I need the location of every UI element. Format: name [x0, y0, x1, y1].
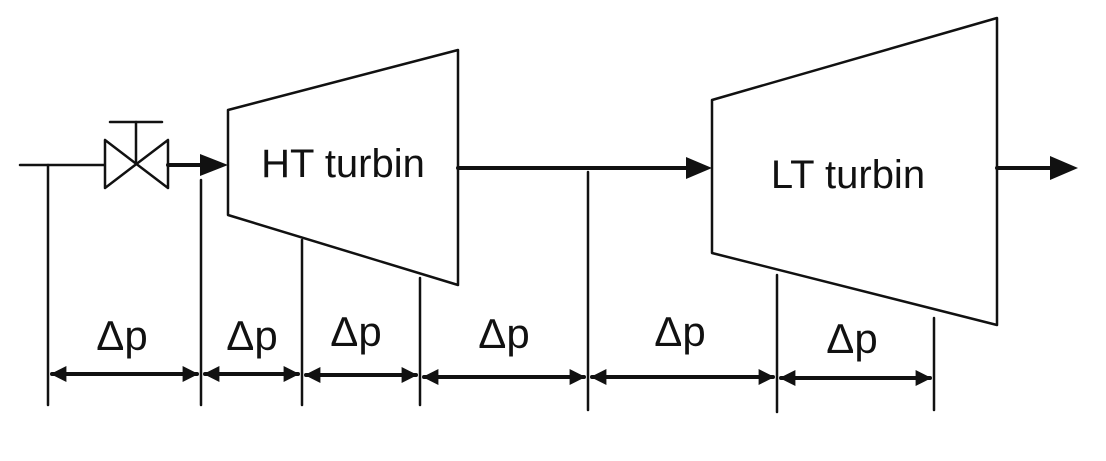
lt-turbine-label: LT turbin [771, 153, 925, 197]
pressure-drop-label: Δp [478, 310, 529, 357]
arrow-into-lt-icon [686, 157, 712, 179]
ht-turbine [226, 48, 460, 287]
lt-turbine [710, 16, 999, 327]
ht-turbine-label: HT turbin [261, 142, 425, 186]
pressure-drop-label: Δp [654, 308, 705, 355]
pressure-drop-label: Δp [226, 312, 277, 359]
valve-icon [103, 120, 170, 190]
pressure-drop-label: Δp [330, 308, 381, 355]
pressure-drop-label: Δp [826, 315, 877, 362]
arrow-into-ht-icon [200, 154, 228, 176]
pressure-drop-label: Δp [96, 312, 147, 359]
outlet-arrow-icon [1050, 156, 1078, 180]
